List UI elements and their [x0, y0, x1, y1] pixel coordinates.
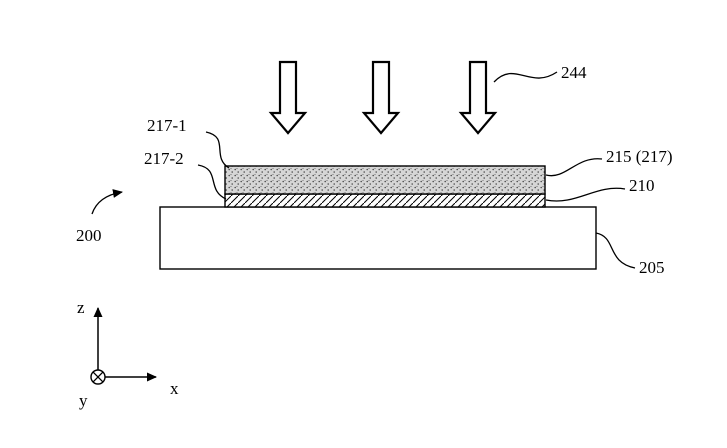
label-205: 205 [639, 258, 665, 277]
assembly-200-arrow [91, 189, 123, 215]
label-217-1: 217-1 [147, 116, 187, 135]
axis-label-y: y [79, 391, 88, 410]
label-200: 200 [76, 226, 102, 245]
substrate-205 [159, 206, 597, 270]
irradiation-arrow-1 [269, 60, 307, 135]
label-210: 210 [629, 176, 655, 195]
label-244: 244 [561, 63, 587, 82]
leader-244 [493, 71, 558, 83]
leader-205 [595, 232, 636, 269]
layer-210-hatched [224, 193, 546, 208]
irradiation-arrow-3 [459, 60, 497, 135]
y-axis-into-page-icon [90, 369, 106, 385]
label-217-2: 217-2 [144, 149, 184, 168]
leader-210 [545, 187, 626, 202]
irradiation-arrow-2 [362, 60, 400, 135]
axis-label-z: z [77, 298, 85, 317]
leader-215 [545, 158, 603, 177]
layer-215-stippled [224, 165, 546, 195]
label-215: 215 (217) [606, 147, 673, 166]
axis-label-x: x [170, 379, 179, 398]
leader-217-2 [197, 164, 227, 200]
leader-217-1 [205, 131, 230, 169]
